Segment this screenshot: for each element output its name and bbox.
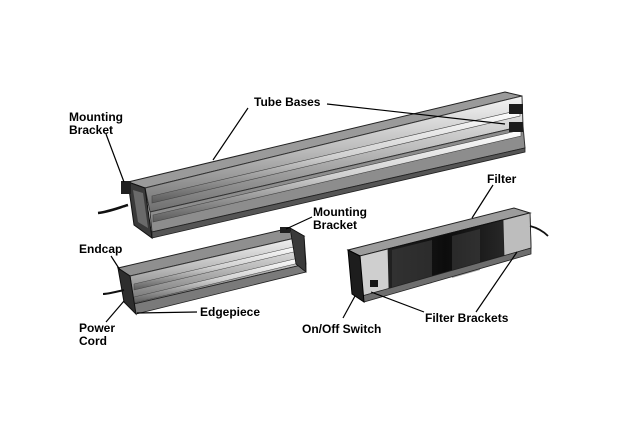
leader-filter (471, 184, 494, 219)
small-lamp-fixture (102, 227, 307, 316)
label-mounting-bracket-mid-line2: Bracket (313, 218, 358, 232)
label-power-cord-line2: Cord (79, 334, 107, 348)
label-mounting-bracket-mid-line1: Mounting (313, 205, 367, 219)
label-mounting-bracket-top: Mounting Bracket (69, 111, 123, 137)
leader-mounting-bracket-mid (285, 216, 313, 230)
leader-filter-bracket-left (370, 291, 425, 313)
leader-endcap (110, 255, 121, 271)
label-filter-brackets: Filter Brackets (425, 311, 509, 325)
leader-mounting-bracket-top (105, 133, 125, 183)
label-on-off-switch: On/Off Switch (302, 322, 382, 336)
leader-power-cord (105, 300, 125, 323)
label-edgepiece: Edgepiece (200, 305, 261, 319)
label-endcap: Endcap (79, 242, 123, 256)
leader-tube-bases-right (326, 103, 506, 125)
leader-tube-bases-left (212, 107, 249, 161)
label-tube-bases: Tube Bases (254, 95, 321, 109)
leader-lines (105, 103, 518, 323)
large-lamp-fixture (97, 91, 526, 240)
leader-edgepiece (136, 311, 198, 314)
label-power-cord: Power Cord (79, 322, 115, 348)
label-power-cord-line1: Power (79, 321, 116, 335)
leader-filter-bracket-right (475, 251, 518, 313)
label-mounting-bracket-top-line2: Bracket (69, 123, 114, 137)
label-mounting-bracket-mid: Mounting Bracket (313, 206, 367, 232)
filter-lamp-fixture (346, 207, 549, 303)
leader-on-off-switch (342, 295, 356, 319)
label-filter: Filter (487, 172, 517, 186)
label-mounting-bracket-top-line1: Mounting (69, 110, 123, 124)
